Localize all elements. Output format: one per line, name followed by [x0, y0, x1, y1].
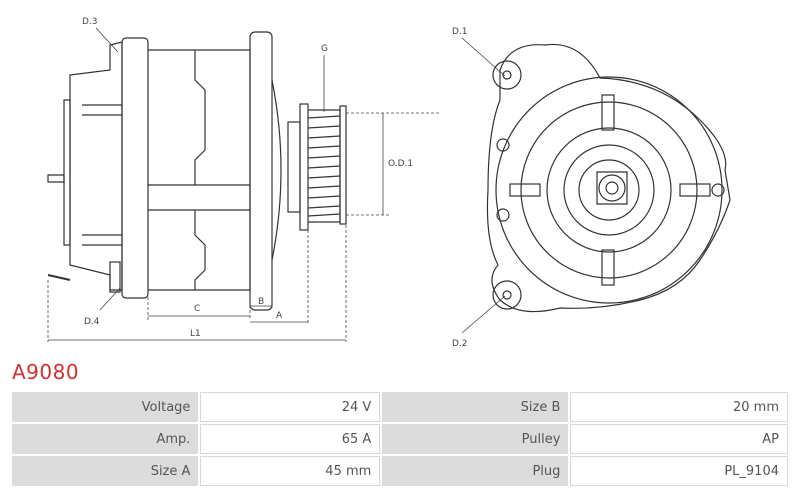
spec-value: 20 mm: [570, 392, 788, 422]
table-row: Amp. 65 A Pulley AP: [12, 424, 788, 454]
dimension-lines: [47, 27, 506, 342]
table-row: Voltage 24 V Size B 20 mm: [12, 392, 788, 422]
label-od1: O.D.1: [388, 159, 413, 169]
spec-label: Size B: [382, 392, 569, 422]
spec-label: Voltage: [12, 392, 199, 422]
label-c: C: [194, 304, 200, 314]
spec-value: 65 A: [200, 424, 381, 454]
spec-label: Pulley: [382, 424, 569, 454]
label-l1: L1: [190, 329, 201, 339]
label-d2: D.2: [452, 339, 468, 349]
label-b: B: [258, 297, 264, 307]
model-title: A9080: [12, 360, 80, 384]
label-a: A: [276, 311, 283, 321]
label-d1: D.1: [452, 27, 468, 37]
front-view: [486, 43, 731, 313]
alternator-technical-drawing: D.3 G O.D.1 D.4 C B A L1 D.1 D.2: [47, 17, 731, 349]
label-d4: D.4: [84, 317, 100, 327]
spec-value: AP: [570, 424, 788, 454]
side-view: [47, 31, 347, 311]
spec-table: Voltage 24 V Size B 20 mm Amp. 65 A Pull…: [10, 390, 790, 488]
spec-value: 24 V: [200, 392, 381, 422]
label-d3: D.3: [82, 17, 98, 27]
spec-label: Plug: [382, 456, 569, 486]
spec-value: PL_9104: [570, 456, 788, 486]
label-g: G: [321, 44, 328, 54]
table-row: Size A 45 mm Plug PL_9104: [12, 456, 788, 486]
spec-label: Amp.: [12, 424, 199, 454]
spec-label: Size A: [12, 456, 199, 486]
spec-value: 45 mm: [200, 456, 381, 486]
